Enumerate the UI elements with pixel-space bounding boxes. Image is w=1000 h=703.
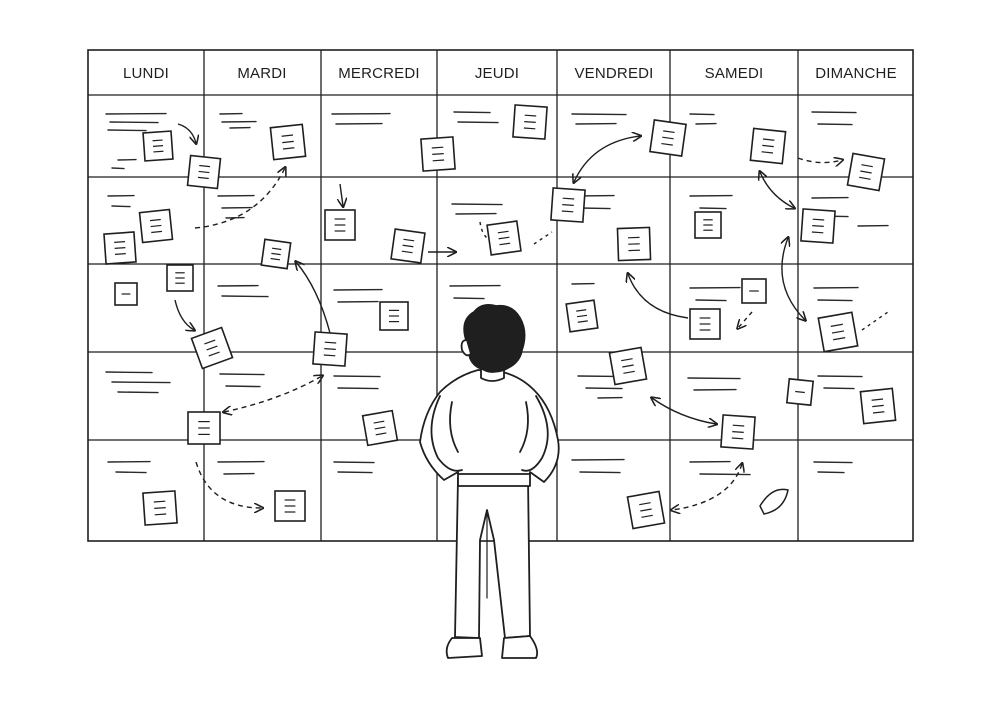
scribble-line xyxy=(818,300,852,301)
sticky-note xyxy=(650,120,686,156)
sticky-note xyxy=(143,131,173,161)
sticky-note xyxy=(143,491,177,525)
sticky-note xyxy=(270,124,305,159)
scribble-line xyxy=(112,168,124,169)
scribble-line xyxy=(696,300,726,301)
sticky-note xyxy=(750,128,785,163)
sticky-note xyxy=(551,188,585,222)
scribble-line xyxy=(334,376,380,377)
sticky-note xyxy=(104,232,136,264)
sticky-note xyxy=(167,265,193,291)
scribble-line xyxy=(700,474,750,475)
sticky-note xyxy=(140,210,173,243)
sticky-note xyxy=(513,105,547,139)
scribble-line xyxy=(220,374,264,375)
sticky-note xyxy=(313,332,347,366)
scribble-line xyxy=(454,298,484,299)
scribble-line xyxy=(818,472,844,473)
scribble-line xyxy=(334,462,374,463)
sticky-note xyxy=(617,227,650,260)
scribble-line xyxy=(690,114,714,115)
scribble-line xyxy=(572,114,626,115)
sticky-note xyxy=(818,312,857,351)
sticky-note xyxy=(421,137,455,171)
sticky-note xyxy=(261,239,290,268)
sticky-note xyxy=(609,347,646,384)
scribble-line xyxy=(108,130,146,131)
scribble-line xyxy=(688,378,740,379)
day-header-samedi: SAMEDI xyxy=(705,65,764,82)
sticky-note xyxy=(363,411,398,446)
sticky-note xyxy=(188,156,221,189)
sticky-note xyxy=(325,210,355,240)
day-header-vendredi: VENDREDI xyxy=(574,65,653,82)
sticky-note xyxy=(847,153,884,190)
scribble-line xyxy=(580,472,620,473)
sticky-note xyxy=(380,302,408,330)
sticky-note xyxy=(787,379,813,405)
trousers xyxy=(455,478,530,638)
scribble-line xyxy=(106,372,152,373)
scribble-line xyxy=(454,112,490,113)
sticky-note xyxy=(742,279,766,303)
scribble-line xyxy=(700,208,726,209)
scribble-line xyxy=(112,206,130,207)
sticky-note xyxy=(627,491,664,528)
day-header-mardi: MARDI xyxy=(237,65,286,82)
scribble-line xyxy=(452,204,502,205)
hair xyxy=(464,305,524,372)
scribble-line xyxy=(222,296,268,297)
day-header-lundi: LUNDI xyxy=(123,65,169,82)
day-header-mercredi: MERCREDI xyxy=(338,65,420,82)
sticky-note xyxy=(487,221,521,255)
sticky-note xyxy=(188,412,220,444)
scribble-line xyxy=(818,376,862,377)
scribble-line xyxy=(118,392,158,393)
scribble-line xyxy=(824,388,854,389)
day-header-jeudi: JEUDI xyxy=(475,65,519,82)
sticky-note xyxy=(721,415,755,449)
sticky-note xyxy=(275,491,305,521)
scribble-line xyxy=(458,122,498,123)
scribble-line xyxy=(818,124,852,125)
sticky-note xyxy=(801,209,835,243)
scribble-line xyxy=(338,472,372,473)
sticky-note xyxy=(860,388,895,423)
sticky-note xyxy=(690,309,720,339)
sticky-note xyxy=(391,229,425,263)
left-shoe xyxy=(447,638,482,658)
right-shoe xyxy=(502,636,537,658)
scribble-line xyxy=(110,122,158,123)
sticky-note xyxy=(695,212,721,238)
scribble-line xyxy=(112,382,170,383)
scribble-line xyxy=(812,112,856,113)
sticky-note xyxy=(566,300,598,332)
sticky-note xyxy=(115,283,137,305)
scribble-line xyxy=(586,388,622,389)
day-header-dimanche: DIMANCHE xyxy=(815,65,897,82)
scribble-line xyxy=(338,388,378,389)
scribble-line xyxy=(226,386,260,387)
scribble-line xyxy=(814,462,852,463)
scribble-line xyxy=(116,472,146,473)
